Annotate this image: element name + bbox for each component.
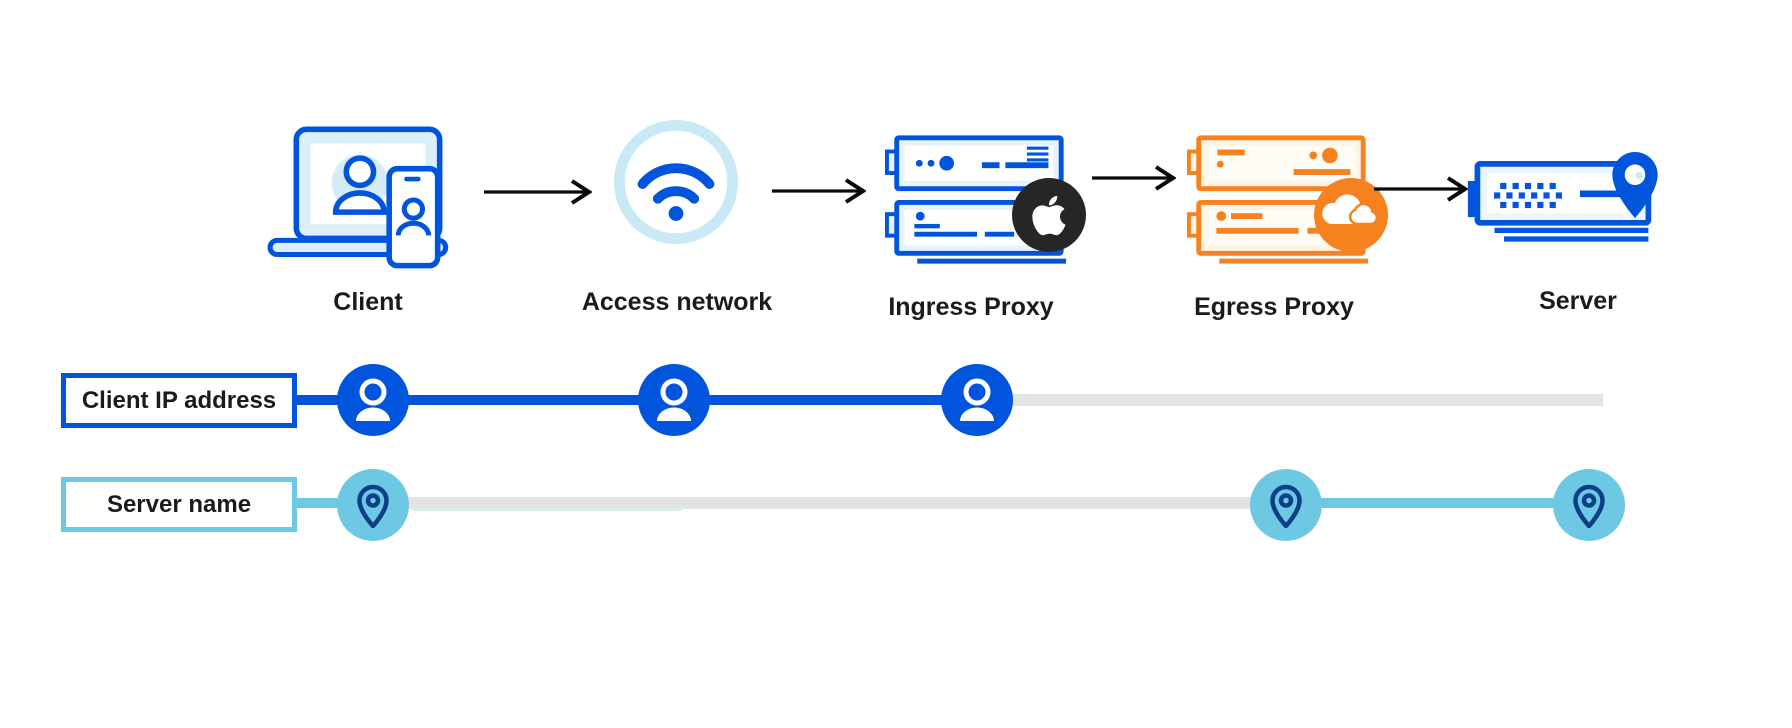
wifi-icon <box>613 119 739 245</box>
client-devices-icon <box>267 126 449 269</box>
node-label-ingress-proxy: Ingress Proxy <box>888 293 1054 321</box>
person-icon <box>941 364 1013 436</box>
location-pin-icon <box>337 469 409 541</box>
location-pin-icon <box>1553 469 1625 541</box>
node-label-access-network: Access network <box>581 288 773 316</box>
cloudflare-logo-icon <box>1314 178 1388 252</box>
location-pin-icon <box>1250 469 1322 541</box>
client-ip-hidden-line <box>975 394 1603 406</box>
server-name-stub-line <box>295 498 375 508</box>
client-ip-address-label: Client IP address <box>81 386 277 414</box>
person-icon <box>337 364 409 436</box>
flow-arrow-icon <box>772 178 866 204</box>
server-name-label: Server name <box>106 490 252 518</box>
person-icon <box>638 364 710 436</box>
location-pin-icon <box>1612 152 1658 218</box>
server-name-visible-line <box>1284 498 1590 508</box>
flow-arrow-icon <box>1374 176 1468 202</box>
node-label-egress-proxy: Egress Proxy <box>1194 293 1354 321</box>
client-ip-address-label-box: Client IP address <box>61 373 297 428</box>
node-label-server: Server <box>1539 287 1617 315</box>
server-name-label-box: Server name <box>61 477 297 532</box>
flow-arrow-icon <box>484 179 592 205</box>
server-name-hidden-line <box>371 497 1292 509</box>
apple-logo-icon <box>1012 178 1086 252</box>
flow-arrow-icon <box>1092 165 1176 191</box>
node-label-client: Client <box>333 288 403 316</box>
server-name-faint-line <box>412 508 682 511</box>
server-location-icon <box>1467 161 1652 242</box>
